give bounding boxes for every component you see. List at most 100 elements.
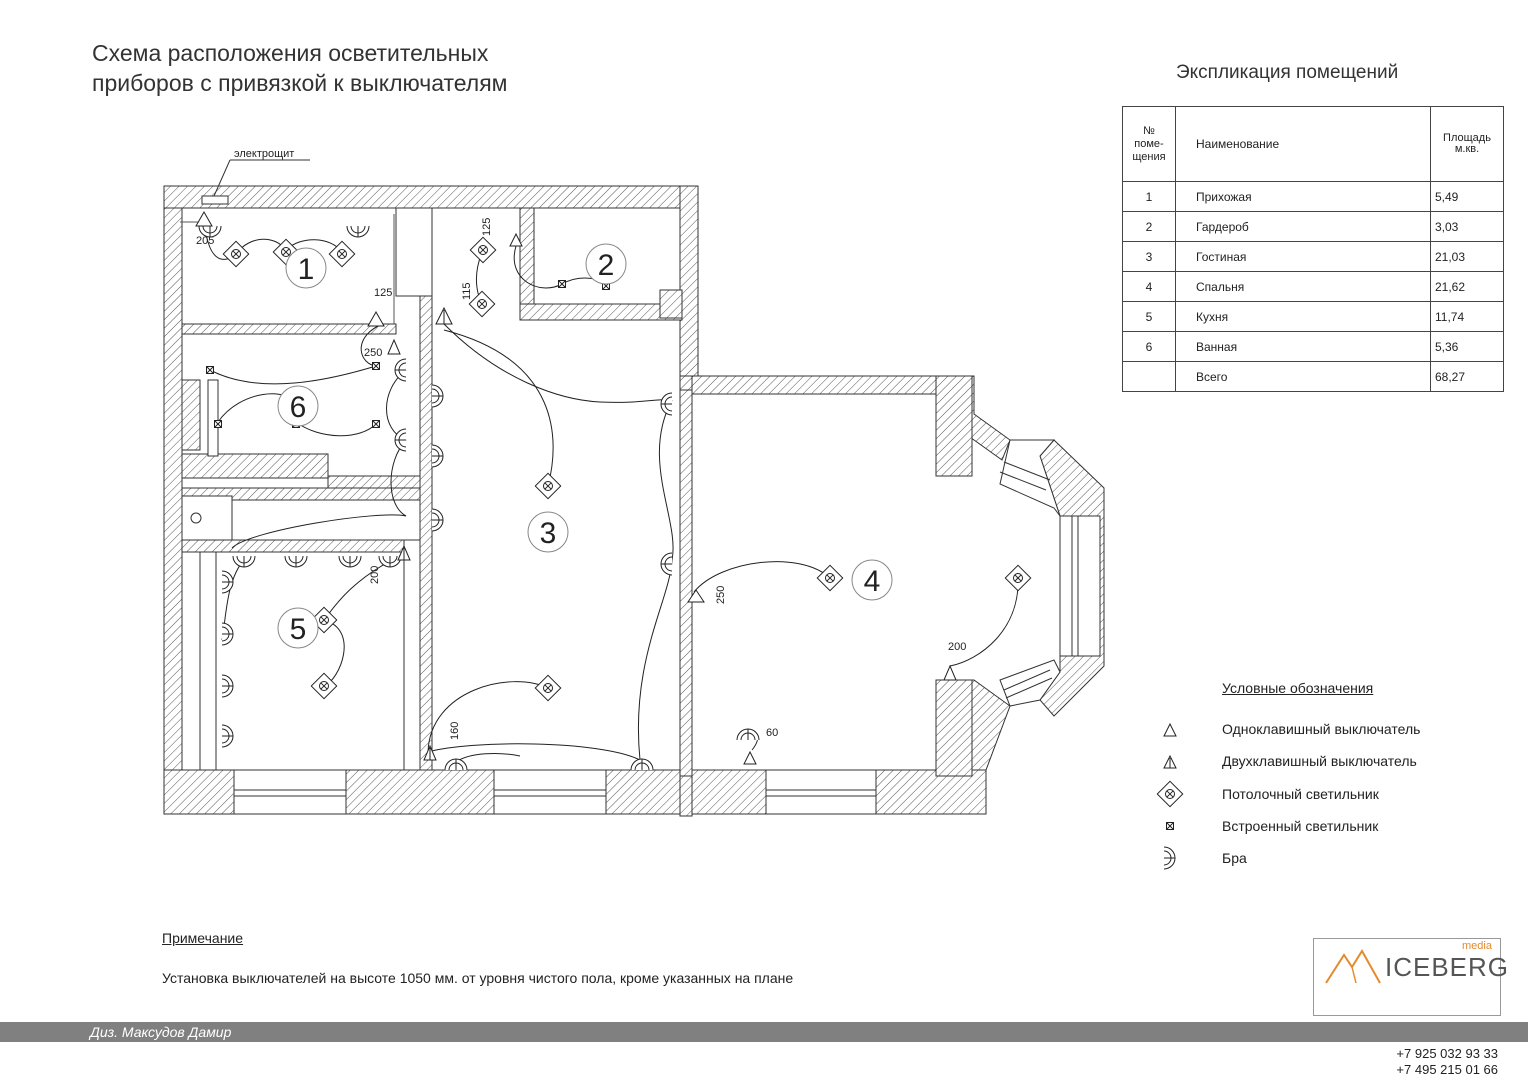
recessed-lights [206, 280, 610, 428]
sconce-icon [394, 428, 407, 452]
room-number-cell: 5 [1122, 301, 1176, 332]
exterior-walls [163, 185, 1105, 817]
ceiling-light-icon [469, 236, 497, 264]
room-area-cell: 3,03 [1430, 211, 1504, 242]
dimension-label: 115 [461, 282, 473, 300]
recessed-light-icon [372, 420, 380, 428]
total-area-cell: 68,27 [1430, 361, 1504, 392]
legend-item: Бра [1222, 850, 1247, 866]
dimension-label: 250 [364, 347, 382, 359]
room-number-5: 5 [290, 613, 307, 646]
dimension-label: 200 [948, 641, 966, 653]
room-number-4: 4 [864, 565, 881, 598]
recessed-light-icon [206, 366, 214, 374]
logo-name: ICEBERG [1385, 952, 1510, 982]
sconce-icon [221, 674, 234, 698]
sconce-icon [221, 622, 234, 646]
dimension-label: 160 [449, 722, 461, 740]
table-row: 4 Спальня 21,62 [1122, 271, 1504, 302]
room-numbers: 1 2 3 4 5 6 [277, 243, 893, 649]
ceiling-light-icon [534, 674, 562, 702]
dimension-label: 200 [369, 566, 381, 584]
sconce-icon [284, 555, 308, 568]
legend-item: Одноклавишный выключатель [1222, 721, 1421, 737]
ceiling-light-icon [816, 564, 844, 592]
room-number-1: 1 [298, 253, 315, 286]
recessed-light-icon [214, 420, 222, 428]
ceiling-light-icon [1004, 564, 1032, 592]
table-row: 2 Гардероб 3,03 [1122, 211, 1504, 242]
ceiling-light-icon [328, 240, 356, 268]
sconce-icon [221, 724, 234, 748]
dimension-label: 125 [481, 218, 493, 236]
legend-icons [1156, 722, 1184, 870]
single-switch-icon [367, 310, 385, 327]
note-title: Примечание [162, 930, 244, 946]
sconce-icon [444, 758, 468, 771]
room-area-cell: 21,03 [1430, 241, 1504, 272]
room-number-2: 2 [598, 249, 615, 282]
room-name-cell: Кухня [1175, 301, 1431, 332]
dimension-label: 125 [374, 287, 392, 299]
sconce-icon [431, 384, 444, 408]
room-number-cell: 1 [1122, 181, 1176, 212]
room-area-cell: 5,49 [1430, 181, 1504, 212]
table-total-row: Всего 68,27 [1122, 361, 1504, 392]
table-row: 3 Гостиная 21,03 [1122, 241, 1504, 272]
windows [233, 439, 1101, 815]
phone-number: +7 925 032 93 33 [1396, 1046, 1498, 1061]
single-switch-icon [195, 210, 213, 227]
room-name-cell: Гардероб [1175, 211, 1431, 242]
dimension-label: 250 [715, 586, 727, 604]
room-number-6: 6 [290, 391, 307, 424]
dimension-labels: 205 125 125 115 250 200 250 200 160 60 [196, 218, 966, 740]
plan-title-line2: приборов с привязкой к выключателям [92, 70, 508, 96]
sconce-icon [232, 555, 256, 568]
room-area-cell: 11,74 [1430, 301, 1504, 332]
single-switch-icon [687, 589, 705, 603]
sconce-icon [1163, 846, 1176, 870]
total-empty-cell [1122, 361, 1176, 392]
designer-name: Диз. Максудов Дамир [90, 1024, 232, 1040]
header-room-number: № поме-щения [1122, 106, 1176, 182]
footer-bar [0, 1022, 1528, 1042]
note-text: Установка выключателей на высоте 1050 мм… [162, 970, 794, 986]
room-area-cell: 5,36 [1430, 331, 1504, 362]
mountain-logo-icon [1325, 949, 1381, 984]
explication-header-row: № поме-щения Наименование Площадь м.кв. [1122, 106, 1504, 182]
phone-number: +7 495 215 01 66 [1396, 1062, 1498, 1077]
sconce-icon [660, 392, 673, 416]
legend-item: Потолочный светильник [1222, 786, 1379, 802]
sconce-icon [431, 444, 444, 468]
sconce-icon [431, 508, 444, 532]
sconce-icon [630, 758, 654, 771]
ceiling-light-icon [310, 672, 338, 700]
single-switch-icon [509, 232, 523, 247]
switches [195, 210, 957, 765]
table-row: 1 Прихожая 5,49 [1122, 181, 1504, 212]
sconce-icon [346, 225, 370, 238]
ceiling-light-icon [1156, 780, 1184, 808]
plan-title: Схема расположения осветительных приборо… [92, 38, 508, 98]
sconce-icon [736, 728, 760, 741]
explication-table: № поме-щения Наименование Площадь м.кв. … [1122, 106, 1504, 392]
explication-title: Экспликация помещений [1176, 62, 1399, 83]
sconce-icon [338, 555, 362, 568]
plan-title-line1: Схема расположения осветительных [92, 40, 489, 66]
single-switch-icon [943, 664, 957, 681]
dimension-label: 205 [196, 235, 214, 247]
legend-item: Встроенный светильник [1222, 818, 1379, 834]
room-number-cell: 2 [1122, 211, 1176, 242]
company-logo [1313, 938, 1501, 1016]
sconce-icon [394, 358, 407, 382]
legend-item: Двухклавишный выключатель [1222, 753, 1417, 769]
legend-title: Условные обозначения [1222, 680, 1374, 696]
dimension-label: 60 [766, 727, 778, 739]
single-switch-icon [387, 338, 401, 355]
sconce-icon [660, 552, 673, 576]
ceiling-light-icon [534, 472, 562, 500]
electrical-panel: электрощит [201, 148, 310, 205]
room-number-3: 3 [540, 517, 557, 550]
single-switch-icon [743, 750, 757, 765]
electrical-panel-label: электрощит [234, 148, 294, 160]
